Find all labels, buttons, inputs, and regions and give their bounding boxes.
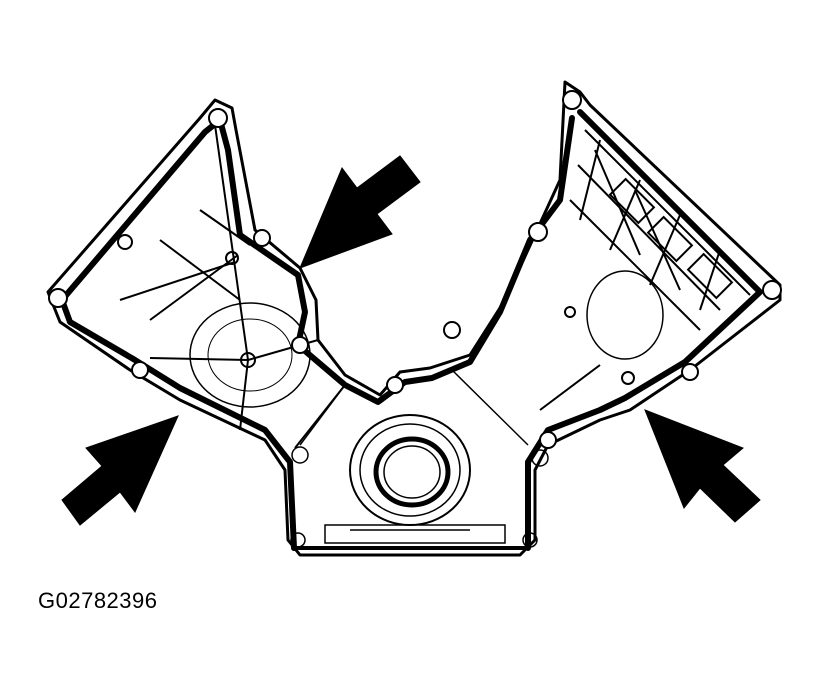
- arrow-top-left: [299, 155, 421, 269]
- bolt-boss: [208, 108, 228, 128]
- arrow-bottom-right: [644, 409, 761, 523]
- bolt-boss: [762, 280, 782, 300]
- right-lobe-ribs: [539, 129, 751, 411]
- pointer-arrows: [61, 155, 761, 526]
- center-ribs: [299, 367, 529, 446]
- bolt-boss: [131, 361, 149, 379]
- arrow-bottom-left: [61, 415, 179, 526]
- bolt-boss: [253, 229, 271, 247]
- bottom-flange: [290, 446, 549, 548]
- bolt-boss: [48, 288, 68, 308]
- figure-id-label: G02782396: [38, 588, 158, 613]
- bolt-boss: [443, 321, 461, 339]
- bolt-boss: [539, 431, 557, 449]
- bolt-boss: [562, 90, 582, 110]
- bolt-boss: [386, 376, 404, 394]
- bolt-bosses: [48, 90, 782, 449]
- bolt-boss: [528, 222, 548, 242]
- bolt-boss: [291, 336, 309, 354]
- bolt-boss: [681, 363, 699, 381]
- cover-outline: [46, 80, 782, 557]
- cover-body: [46, 80, 782, 557]
